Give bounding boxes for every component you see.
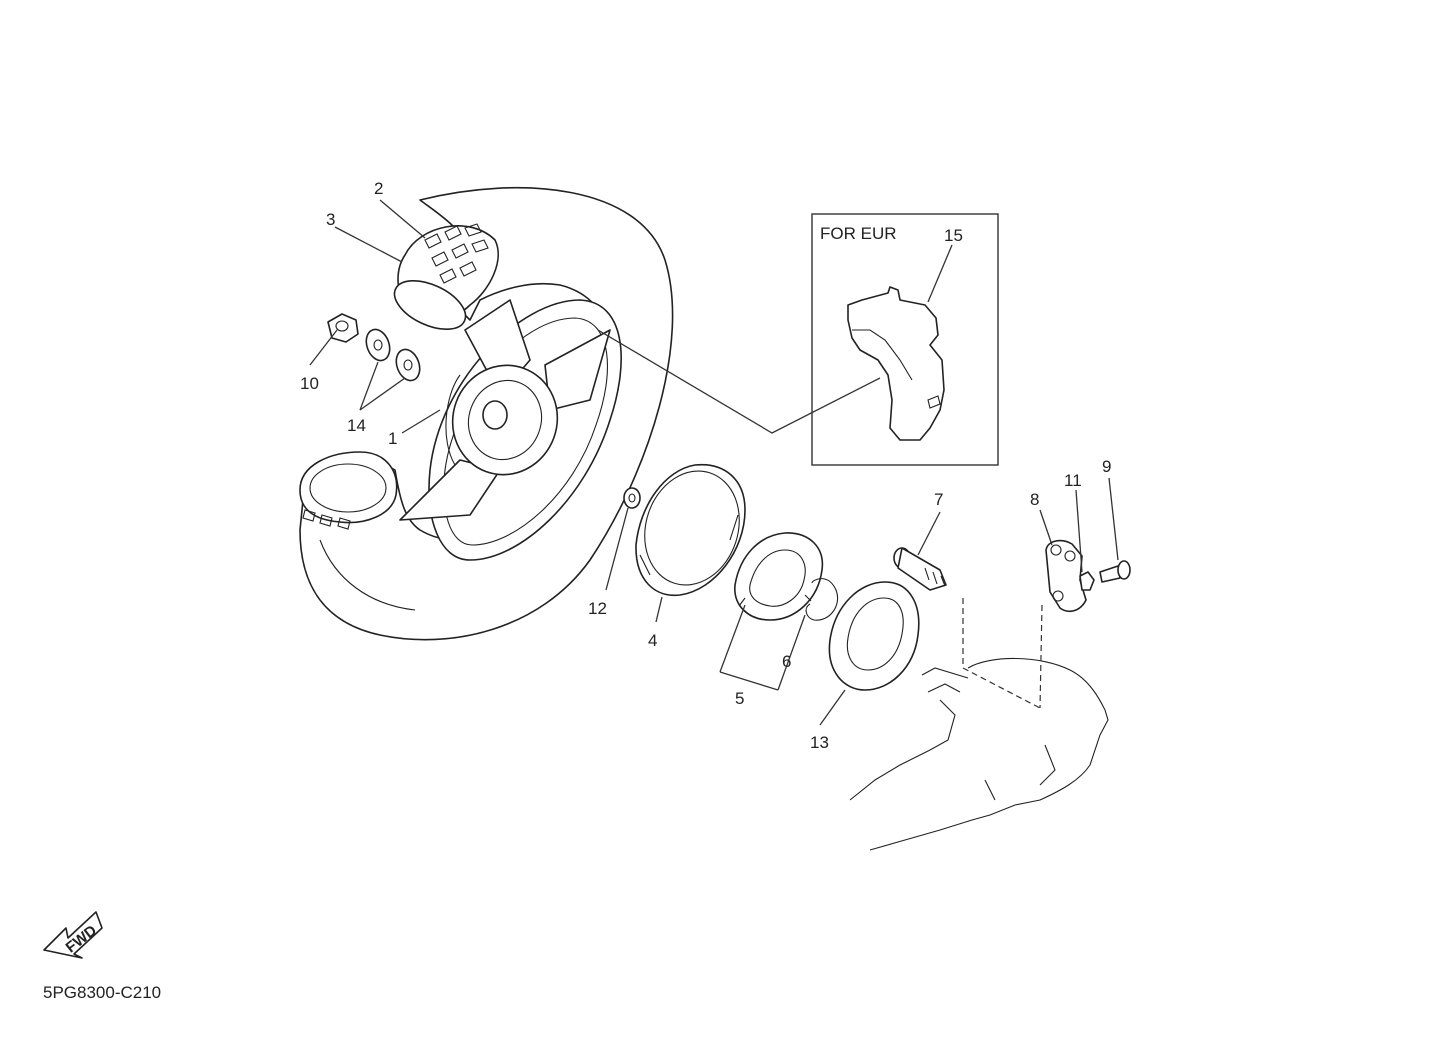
brake-camshaft-drawing	[893, 547, 947, 591]
callout-2: 2	[374, 179, 383, 198]
inset-label: FOR EUR	[820, 224, 897, 243]
callout-13: 13	[810, 733, 829, 752]
tire-and-wheel-drawing	[299, 186, 674, 641]
callout-1: 1	[388, 429, 397, 448]
leader-lines	[309, 199, 1119, 726]
callout-8: 8	[1030, 490, 1039, 509]
callout-7: 7	[934, 490, 943, 509]
brake-drum-drawing	[635, 463, 746, 597]
callout-5: 5	[735, 689, 744, 708]
diagram-code: 5PG8300-C210	[43, 983, 161, 1002]
callout-14: 14	[347, 416, 366, 435]
callout-3: 3	[326, 210, 335, 229]
callout-11: 11	[1064, 471, 1082, 490]
spacer-drawing	[623, 487, 641, 509]
inset-box-for-eur: FOR EUR	[811, 213, 999, 466]
axle-nut-drawing	[327, 313, 359, 343]
callout-15: 15	[944, 226, 963, 245]
indicator-plate-drawing	[1079, 571, 1095, 591]
callout-6: 6	[782, 652, 791, 671]
bolt-drawing	[1099, 560, 1131, 583]
callout-9: 9	[1102, 457, 1111, 476]
spring-drawing	[805, 578, 838, 621]
callout-12: 12	[588, 599, 607, 618]
seal-ring-drawing	[828, 581, 920, 691]
callout-10: 10	[300, 374, 319, 393]
callout-4: 4	[648, 631, 657, 650]
callout-numbers: 1 2 3 4 5 6 7 8 9 10 11 12 13 14 15	[300, 179, 1111, 752]
fwd-arrow-icon: FWD	[43, 911, 103, 959]
mud-guard-drawing	[847, 286, 945, 441]
washer-drawing	[365, 328, 421, 382]
engine-case-outline	[849, 657, 1109, 851]
brake-shoe-drawing	[734, 532, 824, 621]
